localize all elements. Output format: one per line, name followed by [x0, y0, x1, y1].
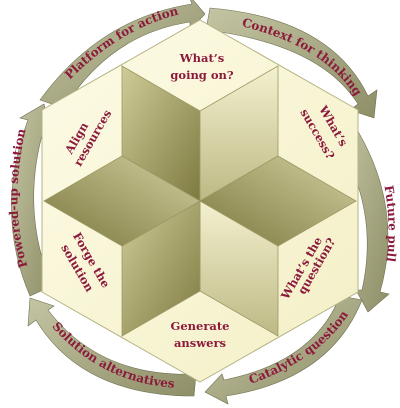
label-whats-going-on-1: What’s — [179, 51, 225, 65]
arrow-alternatives — [27, 297, 197, 397]
arrow-context — [205, 7, 378, 119]
label-whats-going-on-2: going on? — [170, 68, 234, 82]
label-generate-2: answers — [174, 336, 226, 350]
label-future-pull: Future pull — [382, 184, 400, 263]
label-generate-1: Generate — [171, 319, 230, 333]
arrow-powered — [11, 103, 53, 297]
arrow-catalytic — [204, 295, 363, 405]
rhombus-left — [43, 155, 201, 247]
cycle-arrows — [11, 0, 390, 405]
cube-star — [43, 65, 357, 337]
arrow-platform — [39, 0, 206, 109]
